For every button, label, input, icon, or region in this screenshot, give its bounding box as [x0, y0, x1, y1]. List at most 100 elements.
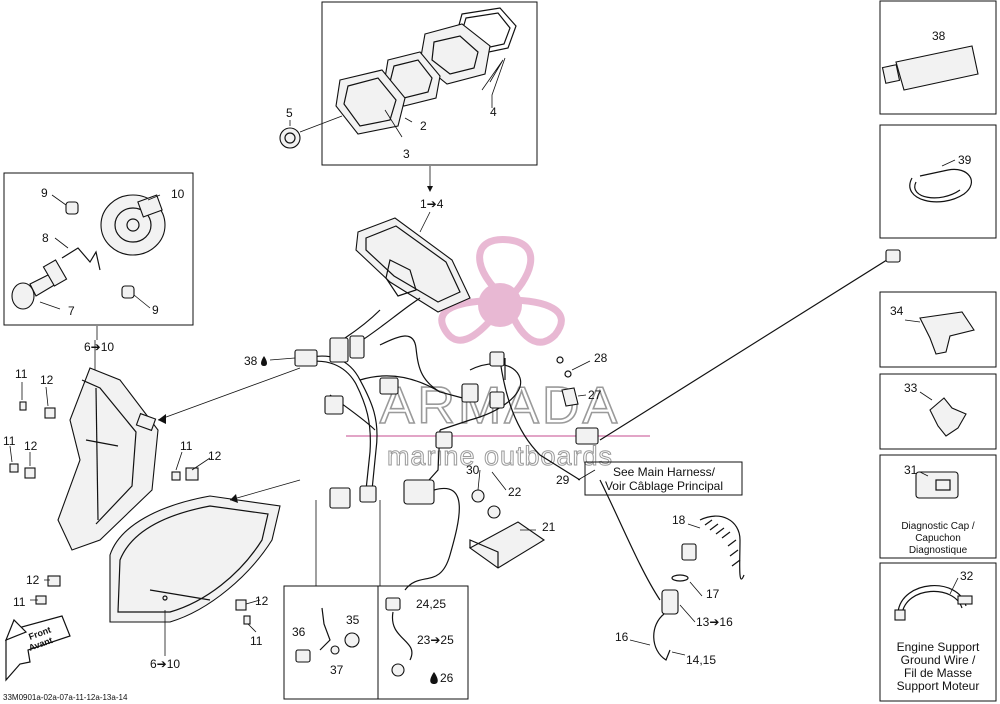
box-31: [879, 454, 997, 559]
label-22: 22: [508, 485, 522, 499]
cluster-detail-box: [321, 1, 538, 166]
drop-icon: [430, 672, 438, 684]
connector-30: [403, 479, 435, 505]
label-29: 29: [556, 473, 570, 487]
label-36: 36: [292, 625, 306, 639]
nut-part-22a: [471, 489, 485, 503]
callout-notes: See Main Harness/ Voir Câblage Principal…: [27, 465, 980, 693]
diagnostic-cap-part-31: [915, 471, 959, 499]
label-33: 33: [904, 381, 918, 395]
connector-29: [575, 427, 599, 445]
label-21: 21: [542, 520, 556, 534]
label-23-25: 23➔25: [417, 633, 454, 647]
label-2: 2: [420, 119, 427, 133]
label-28: 28: [594, 351, 608, 365]
label-6-10-top: 6➔10: [84, 340, 114, 354]
label-9-b: 9: [152, 303, 159, 317]
small-gauge-part-5: [279, 127, 301, 149]
label-4: 4: [490, 105, 497, 119]
label-8: 8: [42, 231, 49, 245]
lanyard-part-13: [661, 589, 679, 615]
callout-labels: 1➔4 2 3 4 5 6➔10 6➔10 7 8 9 9 10 11 11 1…: [3, 29, 974, 685]
label-18: 18: [672, 513, 686, 527]
label-17: 17: [706, 587, 720, 601]
clip-part-27: [561, 387, 579, 407]
label-26: 26: [440, 671, 454, 685]
label-12-b: 12: [24, 439, 38, 453]
label-24-25: 24,25: [416, 597, 446, 611]
sealant-drop-icons: [261, 356, 438, 684]
fasteners: [9, 382, 261, 633]
label-12-e: 12: [255, 594, 269, 608]
nut-part-22b: [487, 505, 501, 519]
label-11-c: 11: [180, 439, 193, 453]
connector-g: [489, 391, 505, 409]
label-34: 34: [890, 304, 904, 318]
spring-clip-part-8: [61, 247, 101, 271]
label-11-d: 11: [13, 595, 26, 609]
watermark-tagline: marine outboards: [387, 441, 613, 471]
box-32: [879, 562, 997, 702]
label-1-4: 1➔4: [420, 197, 444, 211]
note-diag-cap-1: Diagnostic Cap /: [901, 521, 975, 532]
connector-d: [379, 377, 399, 395]
label-16: 16: [615, 630, 629, 644]
bulb-detail-box: [3, 172, 194, 326]
connector-f: [461, 383, 479, 403]
plug-part-36: [295, 649, 311, 663]
small-bulb-part-9b: [121, 285, 135, 299]
label-30: 30: [466, 463, 480, 477]
connector-h: [435, 431, 453, 449]
grease-tube-part-38: [895, 45, 979, 91]
module-part-21: [468, 521, 546, 569]
sub-detail-box-35-37: [283, 585, 379, 700]
fitting-part-37: [330, 645, 340, 655]
connector-c: [324, 395, 344, 415]
instrument-harness: [269, 249, 901, 591]
label-3: 3: [403, 147, 410, 161]
label-12-a: 12: [40, 373, 54, 387]
tether-cord: [599, 479, 745, 661]
connector-b: [349, 335, 365, 359]
sub-box-23-26: [377, 585, 469, 700]
note-ground-wire-2: Ground Wire /: [901, 653, 976, 667]
label-14-15: 14,15: [686, 653, 716, 667]
label-12-d: 12: [26, 573, 40, 587]
note-ground-wire-3: Fil de Masse: [904, 666, 972, 680]
label-12-c: 12: [208, 449, 222, 463]
note-main-harness-1: See Main Harness/: [613, 465, 716, 479]
h4-bulb-part-7: [11, 282, 35, 310]
box-39: [879, 124, 997, 239]
sensor-part-23: [391, 663, 405, 677]
bezel-part-3: [335, 69, 406, 135]
sub-box-35-37: [283, 585, 379, 700]
headlight-housing-left: [57, 367, 159, 551]
gauge-cluster-exploded-box: [279, 1, 538, 192]
connector-j: [359, 485, 377, 503]
label-6-10-bottom: 6➔10: [150, 657, 180, 671]
label-5: 5: [286, 106, 293, 120]
main-harness-callout-box: [584, 461, 743, 496]
propeller-logo-icon: [438, 236, 565, 346]
gauge-assembly: [344, 211, 471, 349]
label-35: 35: [346, 613, 360, 627]
accessory-cable: [599, 257, 891, 441]
box-34: [879, 291, 997, 368]
connector-38: [294, 349, 318, 367]
reference-code: 33M0901a-02a-07a-11-12a-13a-14: [3, 693, 128, 702]
label-10: 10: [171, 187, 185, 201]
connector-e: [489, 351, 505, 367]
label-9-a: 9: [41, 186, 48, 200]
key-part-16: [653, 613, 671, 661]
cable-end-connector: [885, 249, 901, 263]
label-32: 32: [960, 569, 974, 583]
label-11-b: 11: [3, 434, 16, 448]
small-bulb-part-9a: [65, 201, 79, 215]
gauge-housing: [355, 217, 471, 313]
connector-a: [329, 337, 349, 363]
clip-part-34: [919, 311, 975, 355]
note-diag-cap-2: Capuchon: [915, 533, 961, 544]
push-rivet-part-33: [929, 397, 967, 437]
note-main-harness-2: Voir Câblage Principal: [605, 479, 723, 493]
